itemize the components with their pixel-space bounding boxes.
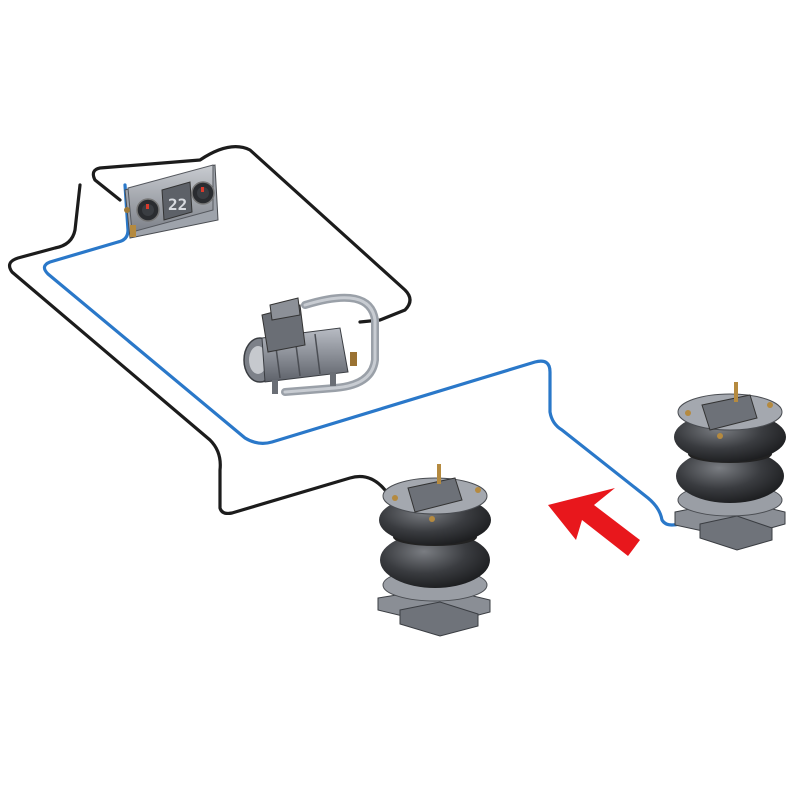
switch-display: 22 [168,195,187,214]
control-panel: 22 [124,164,219,239]
black-air-line [7,145,412,516]
air-spring-right [674,382,786,551]
direction-arrow [548,488,640,556]
air-spring-left [377,464,491,637]
blue-air-line [42,183,692,527]
air-compressor [243,293,379,396]
switch-block: 22 [161,181,193,221]
